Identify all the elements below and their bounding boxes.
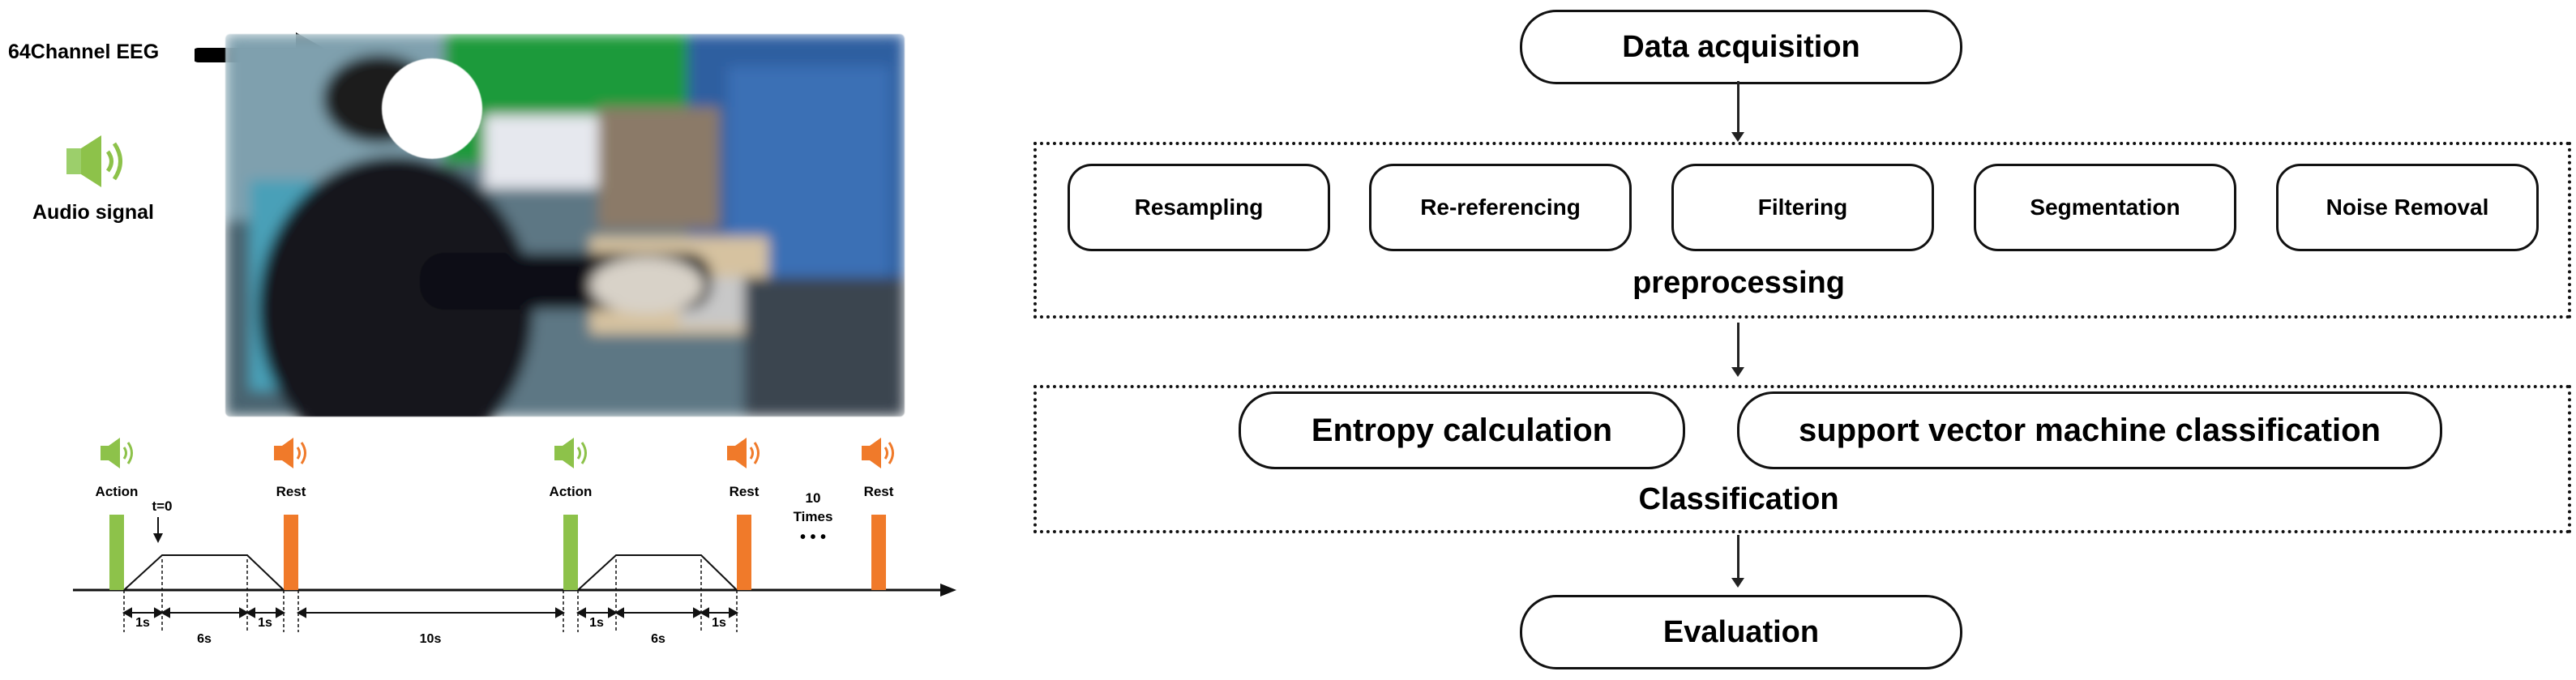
action-bar bbox=[563, 515, 578, 590]
marker-label: Rest bbox=[863, 484, 894, 499]
classification-box bbox=[1033, 385, 2571, 533]
step-segmentation: Segmentation bbox=[1974, 164, 2236, 251]
speaker-icon bbox=[862, 438, 894, 468]
protocol-timeline bbox=[73, 438, 956, 632]
trapezoid bbox=[577, 554, 738, 591]
trapezoid bbox=[123, 554, 285, 591]
evaluation-node: Evaluation bbox=[1520, 595, 1962, 669]
flow-arrow bbox=[1731, 323, 1744, 377]
ellipsis: • • • bbox=[799, 528, 827, 546]
data-acquisition-node: Data acquisition bbox=[1520, 10, 1962, 84]
experiment-photo bbox=[225, 34, 905, 417]
flow-arrow bbox=[1731, 535, 1744, 588]
eeg-label: 64Channel EEG bbox=[8, 41, 160, 63]
step-filtering: Filtering bbox=[1671, 164, 1934, 251]
duration-label: 1s bbox=[258, 616, 272, 630]
speaker-icon bbox=[274, 438, 306, 468]
preprocessing-title: preprocessing bbox=[1632, 266, 1845, 300]
svm-node: support vector machine classification bbox=[1737, 391, 2442, 469]
duration-label: 1s bbox=[712, 616, 726, 630]
marker-label: Action bbox=[549, 484, 593, 499]
preprocessing-box bbox=[1033, 142, 2571, 319]
speaker-icon bbox=[66, 135, 122, 187]
duration-label: 10s bbox=[419, 632, 442, 646]
step-re-referencing: Re-referencing bbox=[1369, 164, 1632, 251]
repeat-count: 10 bbox=[805, 490, 821, 506]
step-noise-removal: Noise Removal bbox=[2276, 164, 2539, 251]
repeat-unit: Times bbox=[793, 509, 833, 524]
duration-label: 1s bbox=[135, 616, 150, 630]
marker-label: Action bbox=[95, 484, 139, 499]
action-bar bbox=[109, 515, 124, 590]
speaker-icon bbox=[554, 438, 587, 468]
marker-label: Rest bbox=[729, 484, 760, 499]
speaker-icon bbox=[101, 438, 133, 468]
flow-arrow bbox=[1731, 81, 1744, 142]
marker-label: Rest bbox=[276, 484, 306, 499]
rest-bar bbox=[871, 515, 886, 590]
classification-title: Classification bbox=[1638, 482, 1839, 516]
entropy-node: Entropy calculation bbox=[1239, 391, 1685, 469]
speaker-icon bbox=[727, 438, 760, 468]
rest-bar bbox=[737, 515, 751, 590]
duration-label: 6s bbox=[651, 632, 665, 646]
duration-label: 6s bbox=[197, 632, 212, 646]
rest-bar bbox=[284, 515, 298, 590]
duration-label: 1s bbox=[589, 616, 604, 630]
t0-label: t=0 bbox=[152, 498, 173, 514]
audio-label: Audio signal bbox=[32, 201, 154, 224]
step-resampling: Resampling bbox=[1068, 164, 1330, 251]
